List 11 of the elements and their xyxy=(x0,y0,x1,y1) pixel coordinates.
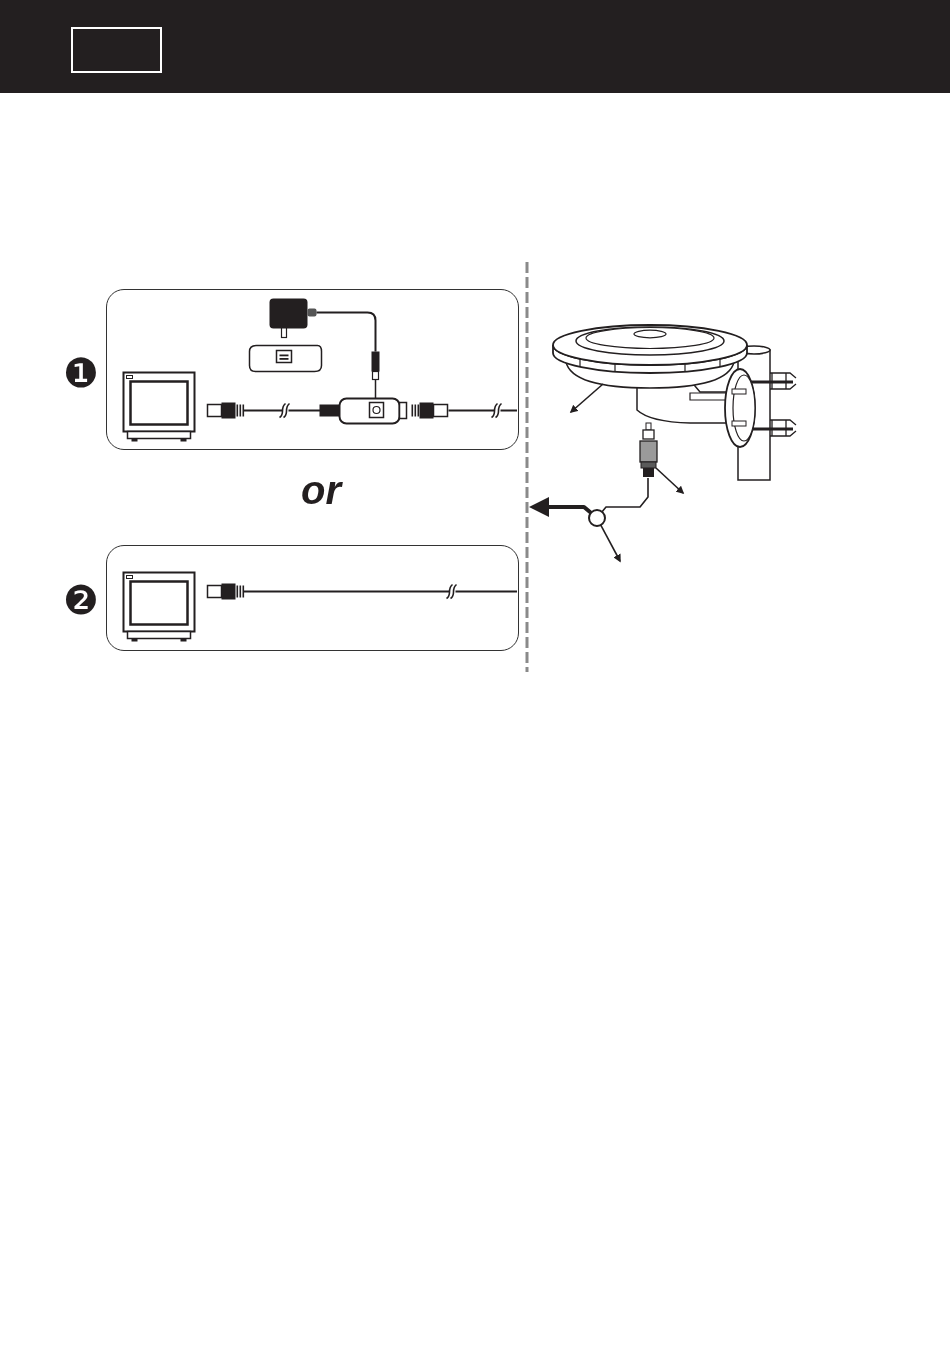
cable-loop xyxy=(588,509,606,527)
antenna-dish-drawing xyxy=(552,324,748,389)
or-text: or xyxy=(301,470,341,510)
leader-line xyxy=(569,383,604,414)
leader-line xyxy=(600,524,621,563)
leader-line xyxy=(655,467,685,495)
step-number: ❶ xyxy=(63,353,99,393)
coax-connector-drawing xyxy=(639,422,658,477)
step-number: ❷ xyxy=(63,580,99,620)
cable-arrow xyxy=(529,497,593,517)
coax-cable xyxy=(601,477,649,513)
